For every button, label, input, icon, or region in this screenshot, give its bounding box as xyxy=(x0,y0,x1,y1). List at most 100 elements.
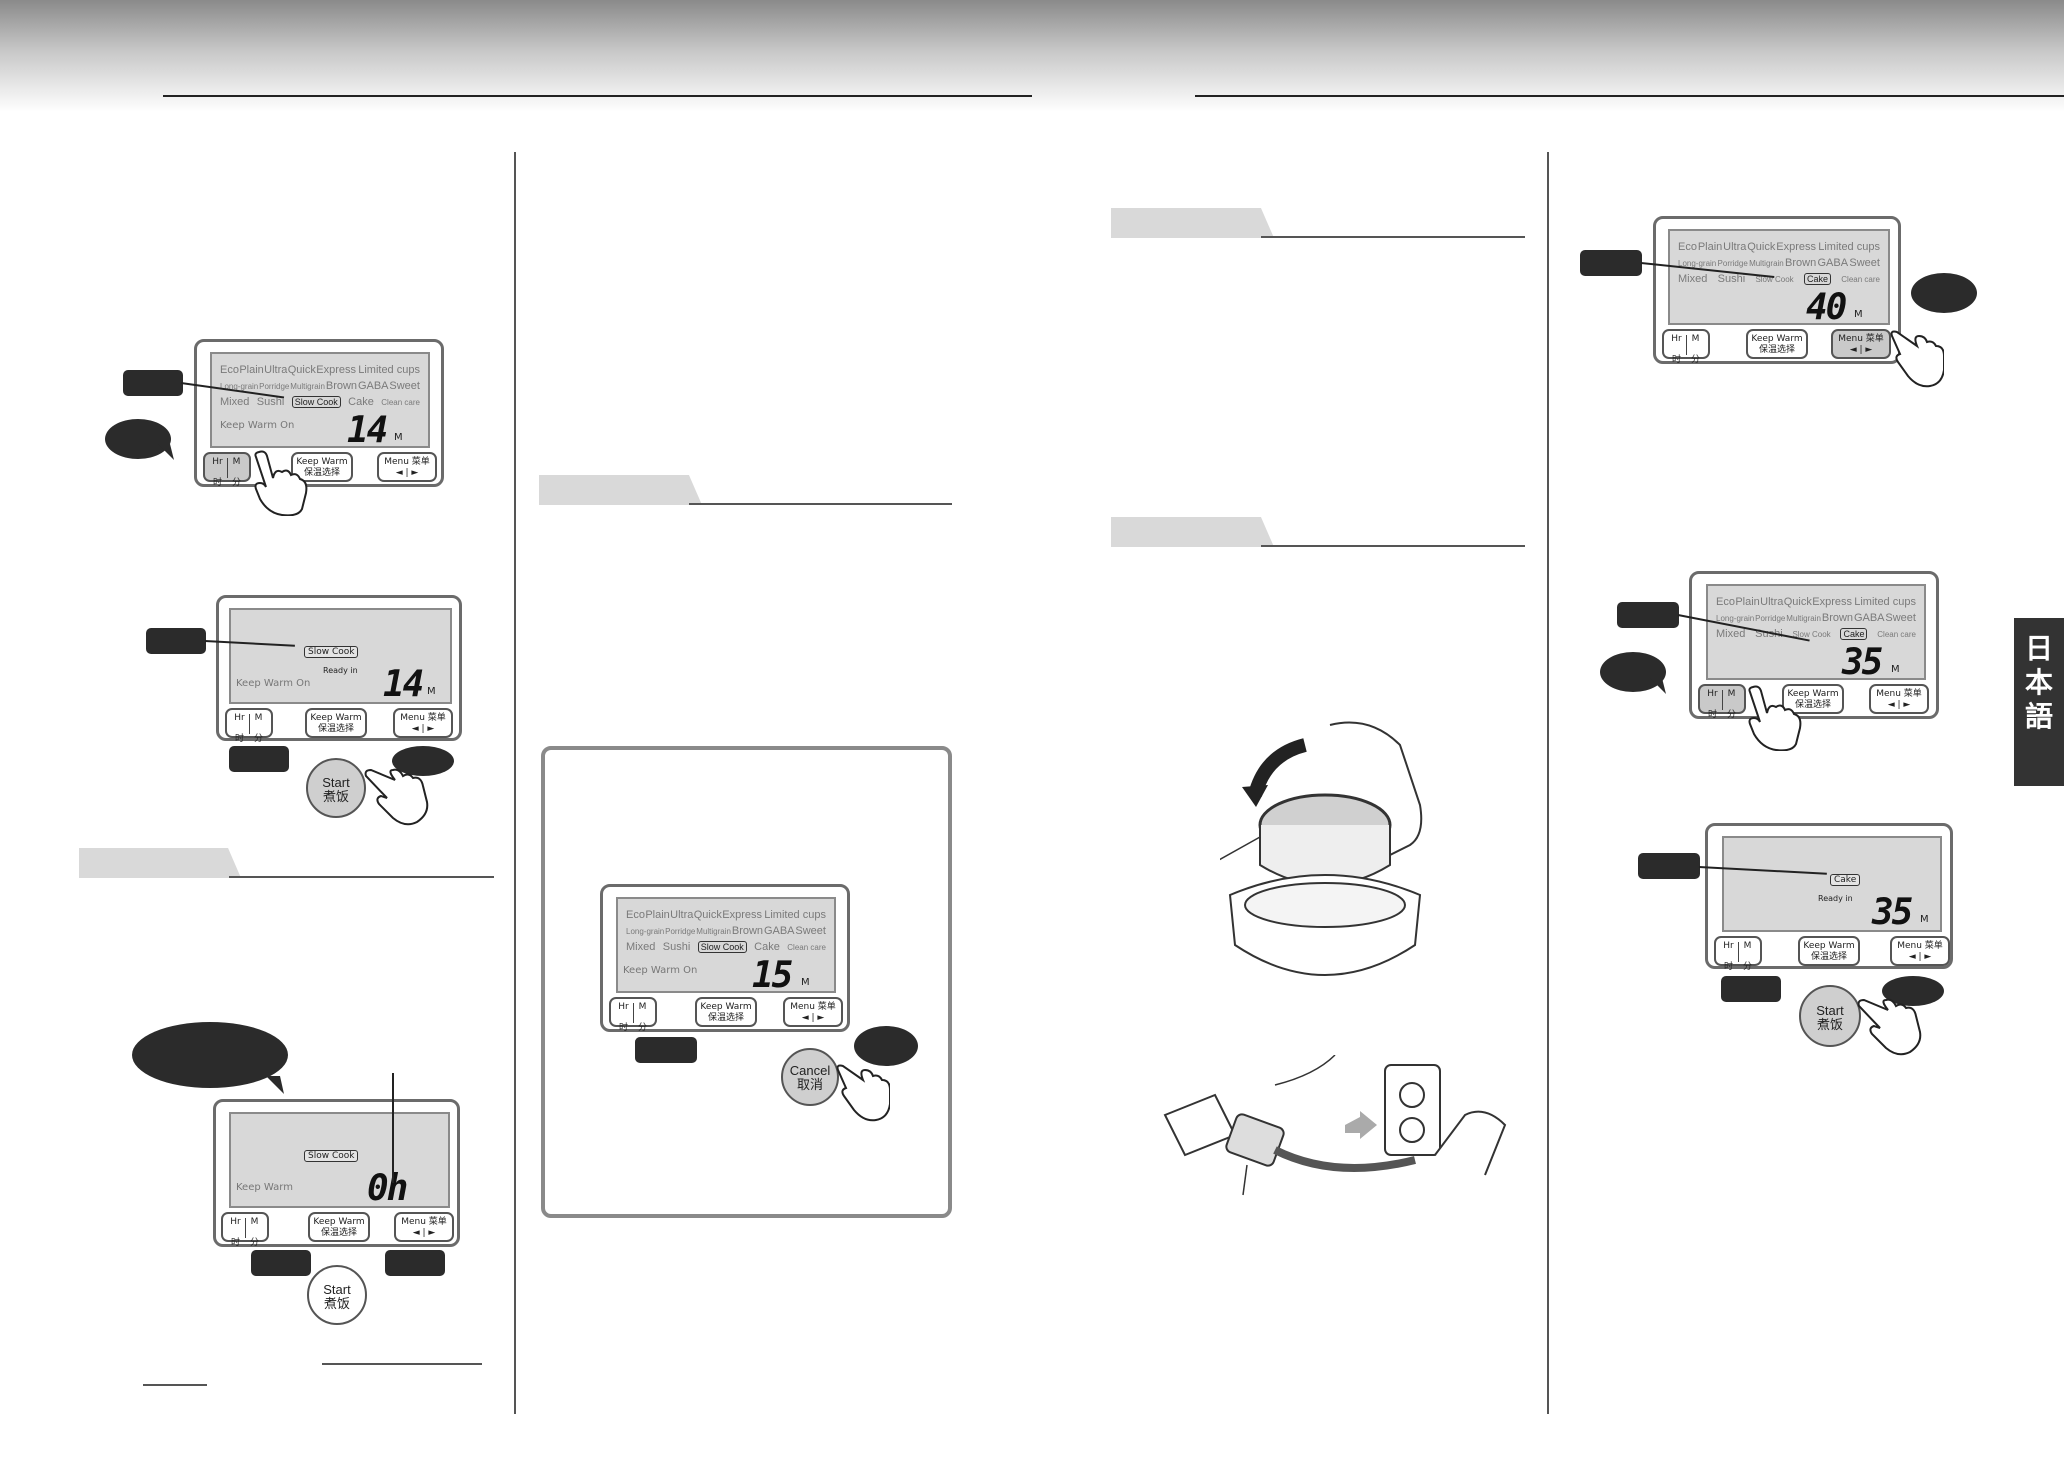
language-tab-japanese[interactable]: 日本語 xyxy=(2014,618,2064,786)
callout-label xyxy=(1617,602,1679,628)
menu-button[interactable]: Menu 菜单◄ | ► xyxy=(783,997,843,1027)
column-divider-2 xyxy=(1547,152,1549,1414)
menu-button[interactable]: Menu 菜单◄ | ► xyxy=(1890,936,1950,966)
menu-label: Hr xyxy=(1707,689,1718,699)
menu-label: Hr xyxy=(618,1002,629,1012)
menu-label: Express Limited cups xyxy=(316,364,420,376)
section-tab xyxy=(1111,517,1525,547)
header-rule-right xyxy=(1195,95,2064,97)
menu-label: Clean care xyxy=(1877,629,1916,639)
speech-bubble xyxy=(105,419,171,459)
speech-bubble xyxy=(392,746,454,776)
menu-label: 分 xyxy=(1726,710,1736,720)
menu-quick: Quick xyxy=(287,364,316,376)
menu-button[interactable]: Menu 菜单◄ | ► xyxy=(394,1212,454,1242)
menu-eco: Eco xyxy=(220,364,239,376)
menu-cake: Cake xyxy=(348,396,374,408)
menu-slow-cook-selected: Slow Cook xyxy=(697,941,747,953)
time-digits: 40 xyxy=(1806,287,1847,328)
callout-label xyxy=(385,1250,445,1276)
menu-label: Quick xyxy=(1747,241,1776,253)
time-unit: M xyxy=(1920,914,1929,925)
menu-label: Eco xyxy=(1716,596,1735,608)
menu-label: Hr xyxy=(212,457,223,467)
menu-label: Mixed xyxy=(1678,273,1708,285)
menu-label: Hr xyxy=(1723,941,1734,951)
menu-label: Brown xyxy=(731,925,764,937)
page-header-band xyxy=(0,0,2064,112)
speech-bubble xyxy=(132,1022,288,1088)
menu-label: Brown xyxy=(1821,612,1854,624)
menu-label: Ultra xyxy=(1723,241,1747,253)
menu-label: 分 xyxy=(1690,355,1700,365)
pointing-hand-icon xyxy=(1857,998,1922,1056)
menu-porridge: Porridge xyxy=(259,381,290,391)
callout-label xyxy=(1580,250,1642,276)
menu-limited-cups: Limited cups xyxy=(358,364,420,376)
menu-button[interactable]: Menu 菜单◄ | ► xyxy=(1869,684,1929,714)
elapsed-hours-digits: 0h xyxy=(367,1168,408,1209)
callout-label xyxy=(1721,976,1781,1002)
lcd-display: Slow Cook Keep Warm 0h xyxy=(229,1112,450,1209)
time-digits: 15 xyxy=(752,955,793,996)
menu-button[interactable]: Menu 菜单◄ | ► xyxy=(393,708,453,738)
section-tab xyxy=(79,848,494,878)
menu-label: Quick xyxy=(1783,596,1812,608)
pointing-hand-icon xyxy=(254,450,308,516)
menu-ultra: Ultra xyxy=(264,364,288,376)
time-digits: 14 xyxy=(383,664,424,705)
menu-button[interactable]: Menu 菜单◄ | ► xyxy=(377,452,437,482)
menu-label: M xyxy=(1727,689,1736,699)
menu-label: Limited cups xyxy=(764,909,826,921)
menu-long-grain: Long-grain xyxy=(220,381,259,391)
pointing-hand-icon xyxy=(1748,685,1802,751)
menu-label: Clean care xyxy=(1841,274,1880,284)
menu-label: Ultra xyxy=(1760,596,1784,608)
menu-clean-care: Clean care xyxy=(381,397,420,407)
menu-label: Sushi xyxy=(662,941,691,953)
menu-sweet: Sweet xyxy=(389,380,420,392)
menu-label: Multigrain xyxy=(696,926,731,936)
menu-label: GABA xyxy=(1817,257,1849,269)
time-unit: M xyxy=(801,977,810,988)
menu-label: M xyxy=(638,1002,647,1012)
power-cord-plug-illustration xyxy=(1163,1055,1507,1196)
lcd-display: Slow Cook Ready in Keep Warm On 14 M xyxy=(229,608,452,705)
menu-label: 分 xyxy=(1742,962,1752,972)
bubble-tail xyxy=(158,444,174,460)
menu-label: Hr xyxy=(234,713,245,723)
menu-label: Long-grain xyxy=(626,926,665,936)
menu-label: Plain xyxy=(645,909,670,921)
keep-warm-on-indicator: Keep Warm On xyxy=(623,965,698,976)
menu-label: Ultra xyxy=(670,909,694,921)
menu-label: M xyxy=(250,1217,259,1227)
menu-button[interactable]: Menu 菜单◄ | ► xyxy=(1831,329,1891,359)
menu-label: Express Limited cups xyxy=(722,909,826,921)
menu-label: 分 xyxy=(637,1023,647,1033)
menu-label: Porridge xyxy=(1717,258,1748,268)
keep-warm-on-indicator: Keep Warm On xyxy=(220,420,295,431)
